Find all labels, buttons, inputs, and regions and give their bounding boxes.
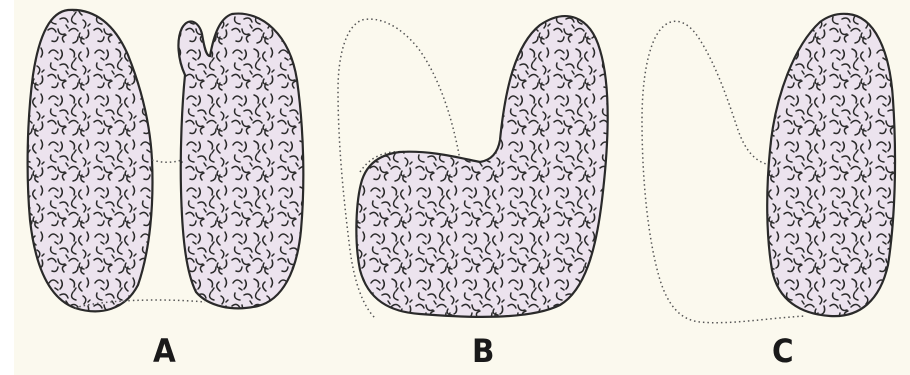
label-c: C bbox=[772, 335, 794, 367]
figure-c-remaining-lobe bbox=[767, 14, 895, 316]
label-a: A bbox=[153, 335, 176, 367]
figure-a-left-lobe bbox=[28, 10, 153, 311]
figure-b-remaining-tissue bbox=[356, 16, 607, 317]
label-b: B bbox=[472, 335, 494, 367]
figure-a-right-lobe bbox=[178, 14, 303, 309]
